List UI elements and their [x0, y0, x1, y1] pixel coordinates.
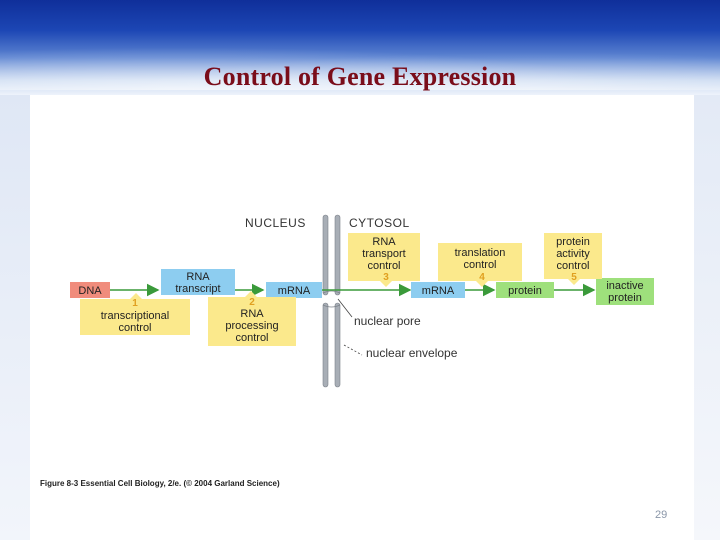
- control-1-label-line1: transcriptional: [101, 310, 169, 322]
- banner-swoosh: [0, 40, 720, 90]
- nuclear-envelope-label: nuclear envelope: [366, 346, 458, 360]
- mrna-nucleus-label: mRNA: [278, 285, 311, 297]
- protein-label: protein: [508, 285, 542, 297]
- dna-box: [70, 282, 110, 298]
- gene-expression-figure: NUCLEUS CYTOSOL DNA RNA transcript mRNA …: [30, 123, 694, 495]
- control-2-rna-processing: 2 RNA processing control: [208, 291, 296, 346]
- nucleus-label: NUCLEUS: [245, 216, 306, 230]
- rna-transcript-box: [161, 269, 235, 295]
- nuclear-pore-label: nuclear pore: [354, 314, 421, 328]
- left-background-decoration: [0, 95, 30, 540]
- control-3-label-line3: control: [367, 260, 400, 272]
- nuclear-envelope: [322, 214, 341, 388]
- control-4-translation: translation control 4: [438, 243, 522, 287]
- nuclear-envelope-leader-line: [343, 344, 363, 356]
- control-2-label-line1: RNA: [240, 308, 264, 320]
- dna-label: DNA: [78, 285, 102, 297]
- control-5-protein-activity: protein activity control 5: [544, 233, 602, 285]
- mrna-nucleus-box: [266, 282, 322, 298]
- control-4-label-line2: control: [463, 259, 496, 271]
- rna-transcript-label-line1: RNA: [186, 271, 210, 283]
- control-5-label-line1: protein: [556, 236, 590, 248]
- control-2-label-line2: processing: [225, 320, 278, 332]
- page-number: 29: [655, 509, 668, 521]
- inactive-protein-box: [596, 278, 654, 305]
- mrna-cytosol-label: mRNA: [422, 285, 455, 297]
- mrna-cytosol-box: [411, 282, 465, 298]
- nuclear-pore-leader-line: [337, 298, 353, 318]
- control-1-transcriptional: 1 transcriptional control: [80, 293, 190, 335]
- right-background-decoration: [694, 95, 720, 540]
- inactive-protein-label-line1: inactive: [606, 280, 643, 292]
- control-1-number: 1: [132, 298, 138, 309]
- control-5-label-line2: activity: [556, 248, 590, 260]
- gene-expression-diagram: NUCLEUS CYTOSOL DNA RNA transcript mRNA …: [70, 214, 654, 388]
- control-5-number: 5: [571, 272, 577, 283]
- control-3-label-line2: transport: [362, 248, 405, 260]
- control-1-label-line2: control: [118, 322, 151, 334]
- inactive-protein-label-line2: protein: [608, 292, 642, 304]
- cytosol-label: CYTOSOL: [349, 216, 410, 230]
- rna-transcript-label-line2: transcript: [175, 283, 220, 295]
- control-2-number: 2: [249, 297, 255, 308]
- control-3-number: 3: [383, 272, 389, 283]
- title-banner: [0, 0, 720, 95]
- control-2-label-line3: control: [235, 332, 268, 344]
- control-4-number: 4: [479, 272, 485, 283]
- control-3-rna-transport: RNA transport control 3: [348, 233, 420, 287]
- control-3-label-line1: RNA: [372, 236, 396, 248]
- slide-title: Control of Gene Expression: [203, 62, 517, 91]
- figure-caption: Figure 8-3 Essential Cell Biology, 2/e. …: [40, 479, 280, 488]
- protein-box: [496, 282, 554, 298]
- control-5-label-line3: control: [556, 260, 589, 272]
- control-4-label-line1: translation: [455, 247, 506, 259]
